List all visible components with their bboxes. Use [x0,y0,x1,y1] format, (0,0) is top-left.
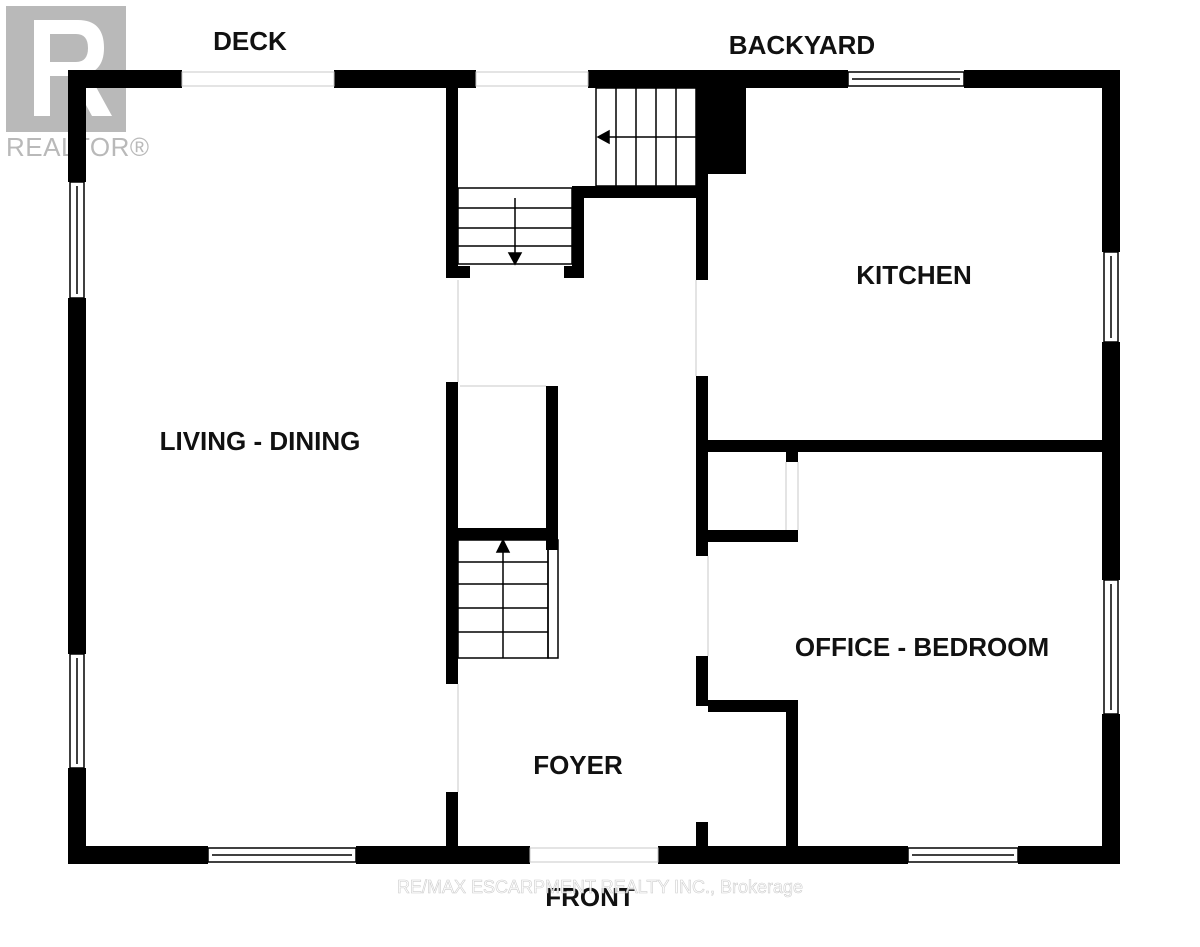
stairs-upper-left [457,187,573,266]
stairs-upper-right [595,87,697,187]
label-office-bedroom: OFFICE - BEDROOM [795,632,1049,662]
label-foyer: FOYER [533,750,623,780]
label-deck: DECK [213,26,287,56]
stairs-lower [457,538,559,659]
walls [68,70,1120,864]
windows [69,71,1119,863]
realtor-logo: REALTOR® [6,6,149,162]
label-living-dining: LIVING - DINING [160,426,361,456]
label-kitchen: KITCHEN [856,260,972,290]
label-front: FRONT [545,882,635,912]
label-backyard: BACKYARD [729,30,875,60]
door-openings [181,71,799,863]
watermark: RE/MAX ESCARPMENT REALTY INC., Brokerage [397,877,803,897]
